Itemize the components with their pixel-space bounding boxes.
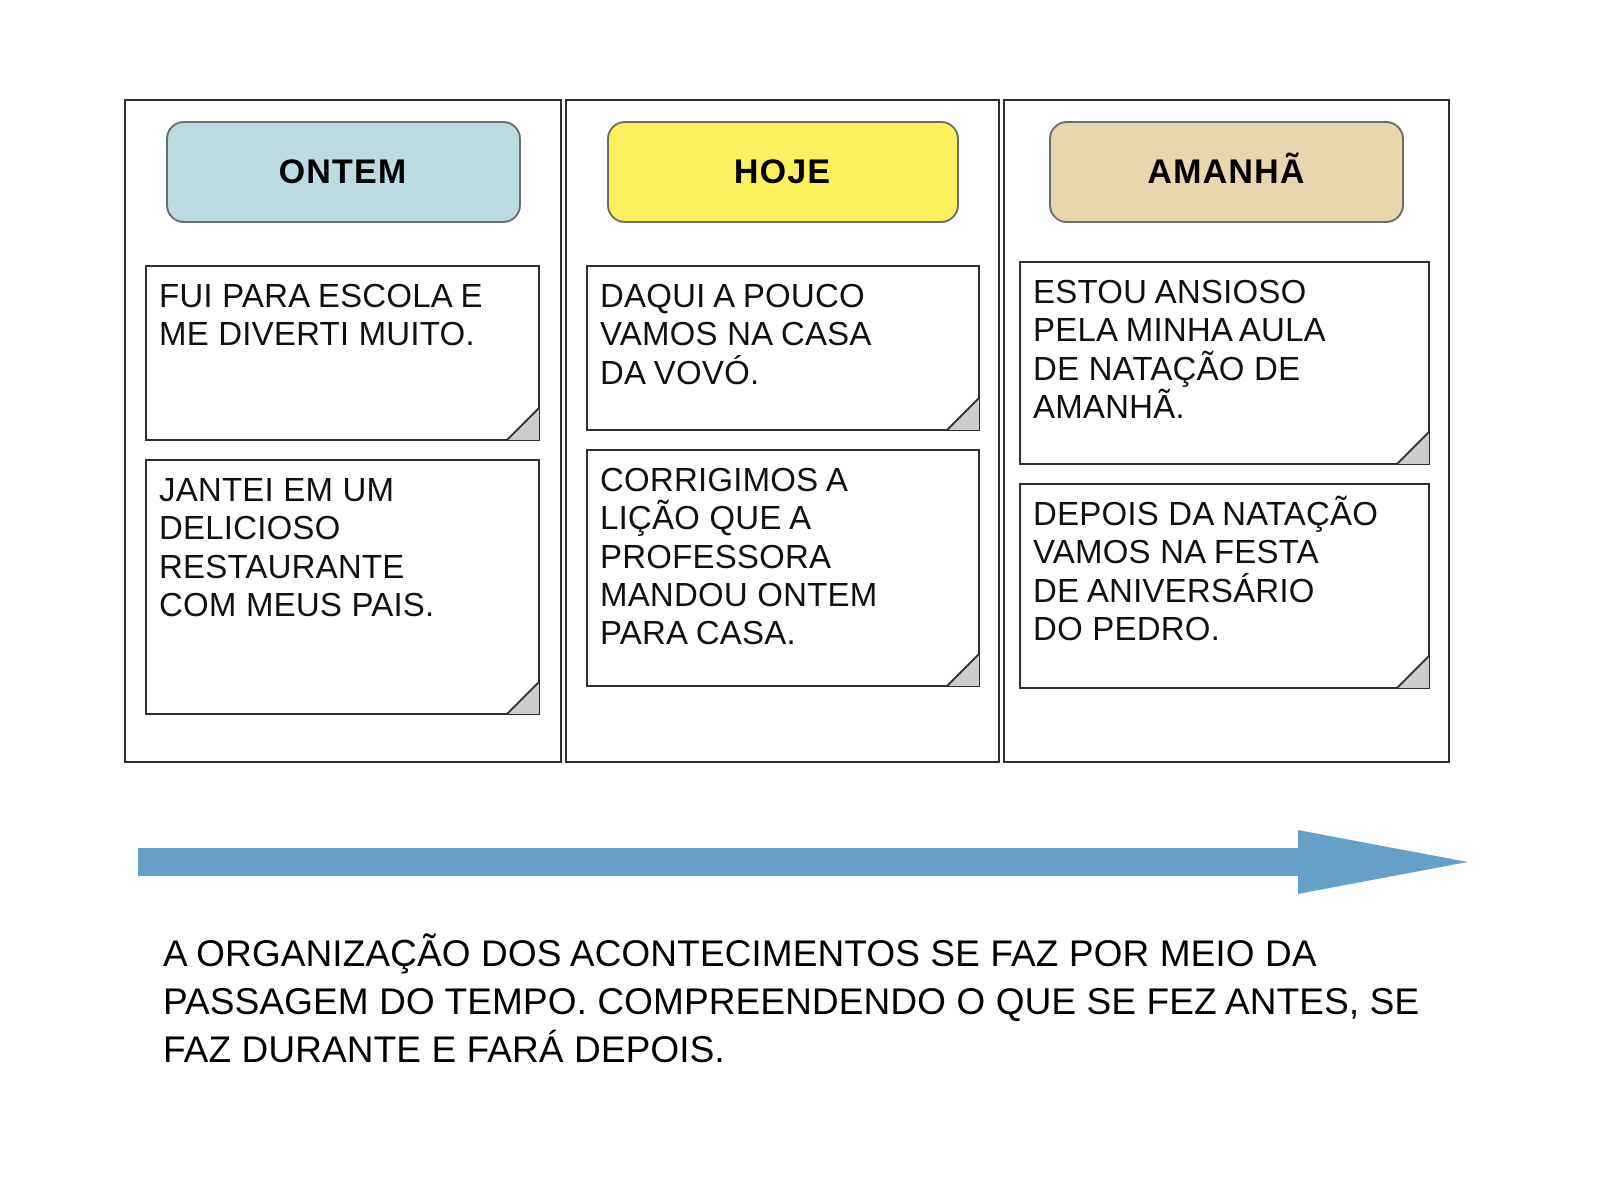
column-header-label-hoje: HOJE — [733, 152, 832, 191]
column-panel-amanha: AMANHÃ ESTOU ANSIOSO PELA MINHA AULA DE … — [1003, 99, 1450, 763]
note-card: CORRIGIMOS A LIÇÃO QUE A PROFESSORA MAND… — [586, 449, 981, 687]
note-text: DAQUI A POUCO VAMOS NA CASA DA VOVÓ. — [600, 277, 872, 391]
column-panel-hoje: HOJE DAQUI A POUCO VAMOS NA CASA DA VOVÓ… — [565, 99, 1001, 763]
timeline-columns: ONTEM FUI PARA ESCOLA E ME DIVERTI MUITO… — [124, 99, 1450, 763]
note-card: DEPOIS DA NATAÇÃO VAMOS NA FESTA DE ANIV… — [1019, 483, 1430, 689]
note-text: CORRIGIMOS A LIÇÃO QUE A PROFESSORA MAND… — [600, 461, 878, 652]
note-page-shape — [145, 459, 540, 715]
notes-list-amanha: ESTOU ANSIOSO PELA MINHA AULA DE NATAÇÃO… — [1005, 261, 1448, 707]
timeline-arrow — [138, 812, 1468, 912]
note-card: DAQUI A POUCO VAMOS NA CASA DA VOVÓ. — [586, 265, 981, 431]
note-card: ESTOU ANSIOSO PELA MINHA AULA DE NATAÇÃO… — [1019, 261, 1430, 465]
folded-corner-icon — [506, 407, 541, 441]
column-header-ontem: ONTEM — [165, 121, 521, 223]
column-header-label-amanha: AMANHÃ — [1147, 152, 1306, 191]
column-header-amanha: AMANHÃ — [1049, 121, 1405, 223]
folded-corner-icon — [1396, 655, 1430, 689]
note-page-shape — [145, 265, 540, 441]
note-text: DEPOIS DA NATAÇÃO VAMOS NA FESTA DE ANIV… — [1033, 495, 1379, 647]
note-card: JANTEI EM UM DELICIOSO RESTAURANTE COM M… — [145, 459, 541, 715]
note-text: JANTEI EM UM DELICIOSO RESTAURANTE COM M… — [159, 471, 435, 623]
note-page-shape — [1019, 483, 1430, 689]
column-header-label-ontem: ONTEM — [278, 152, 408, 191]
column-header-hoje: HOJE — [606, 121, 959, 223]
note-text: FUI PARA ESCOLA E ME DIVERTI MUITO. — [159, 277, 483, 353]
note-text: ESTOU ANSIOSO PELA MINHA AULA DE NATAÇÃO… — [1033, 273, 1326, 425]
column-panel-ontem: ONTEM FUI PARA ESCOLA E ME DIVERTI MUITO… — [124, 99, 563, 763]
folded-corner-icon — [946, 397, 981, 431]
folded-corner-icon — [946, 653, 981, 687]
notes-list-ontem: FUI PARA ESCOLA E ME DIVERTI MUITO. JANT… — [126, 265, 560, 733]
notes-list-hoje: DAQUI A POUCO VAMOS NA CASA DA VOVÓ. COR… — [567, 265, 998, 705]
caption-text: A ORGANIZAÇÃO DOS ACONTECIMENTOS SE FAZ … — [163, 933, 1420, 1071]
note-page-shape — [586, 265, 980, 431]
folded-corner-icon — [506, 681, 541, 715]
note-card: FUI PARA ESCOLA E ME DIVERTI MUITO. — [145, 265, 541, 441]
folded-corner-icon — [1396, 431, 1430, 465]
note-page-shape — [586, 449, 980, 687]
note-page-shape — [1019, 261, 1430, 465]
